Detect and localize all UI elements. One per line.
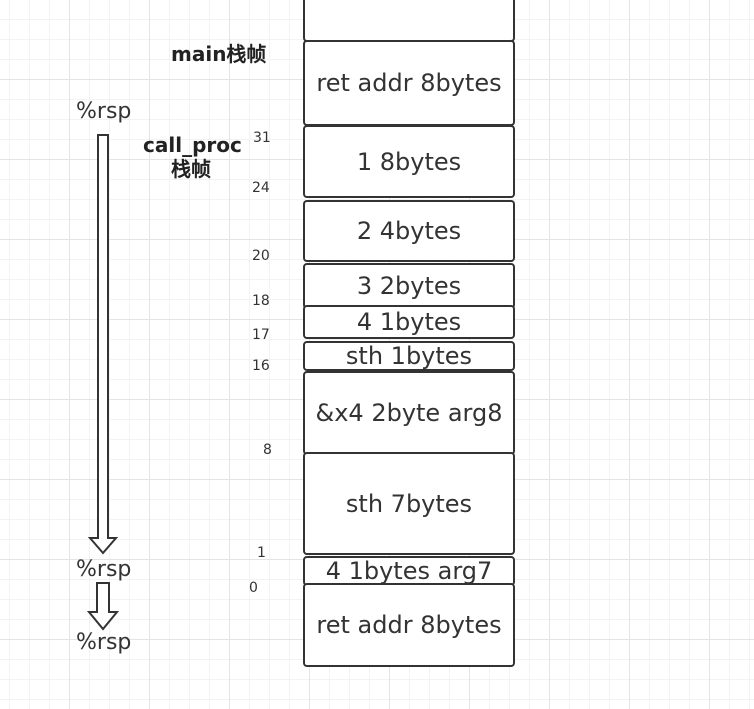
stack-cell-1-8bytes: 1 8bytes <box>303 125 515 198</box>
offset-0: 0 <box>249 580 258 596</box>
offset-1: 1 <box>257 545 266 561</box>
stack-cell-2-4bytes: 2 4bytes <box>303 200 515 262</box>
main-frame-label: main栈帧 <box>171 42 267 66</box>
stack-cell-x4-arg8: &x4 2byte arg8 <box>303 371 515 455</box>
stack-cell-3-2bytes: 3 2bytes <box>303 263 515 309</box>
offset-17: 17 <box>252 327 270 343</box>
offset-20: 20 <box>252 248 270 264</box>
offset-18: 18 <box>252 293 270 309</box>
rsp-label-after-call: %rsp <box>76 630 132 655</box>
stack-cell-sth-7bytes: sth 7bytes <box>303 452 515 555</box>
offset-24: 24 <box>252 180 270 196</box>
call-proc-frame-label: call_proc 栈帧 <box>143 133 242 181</box>
offset-16: 16 <box>252 358 270 374</box>
stack-cell-arg7: 4 1bytes arg7 <box>303 556 515 586</box>
offset-8: 8 <box>263 442 272 458</box>
stack-cell-sth-1bytes: sth 1bytes <box>303 341 515 371</box>
call-proc-frame-label-line2: 栈帧 <box>171 157 211 181</box>
call-proc-frame-label-line1: call_proc <box>143 133 242 157</box>
stack-cell-4-1bytes: 4 1bytes <box>303 305 515 339</box>
rsp-label-after-push: %rsp <box>76 557 132 582</box>
rsp-label-initial: %rsp <box>76 99 132 124</box>
rsp-move-arrow-short <box>86 582 120 631</box>
stack-cell-main-ret-addr: ret addr 8bytes <box>303 40 515 126</box>
offset-31: 31 <box>253 130 271 146</box>
stack-cell-call-ret-addr: ret addr 8bytes <box>303 583 515 667</box>
stack-cell-top <box>303 0 515 42</box>
rsp-move-arrow-long <box>87 134 119 555</box>
